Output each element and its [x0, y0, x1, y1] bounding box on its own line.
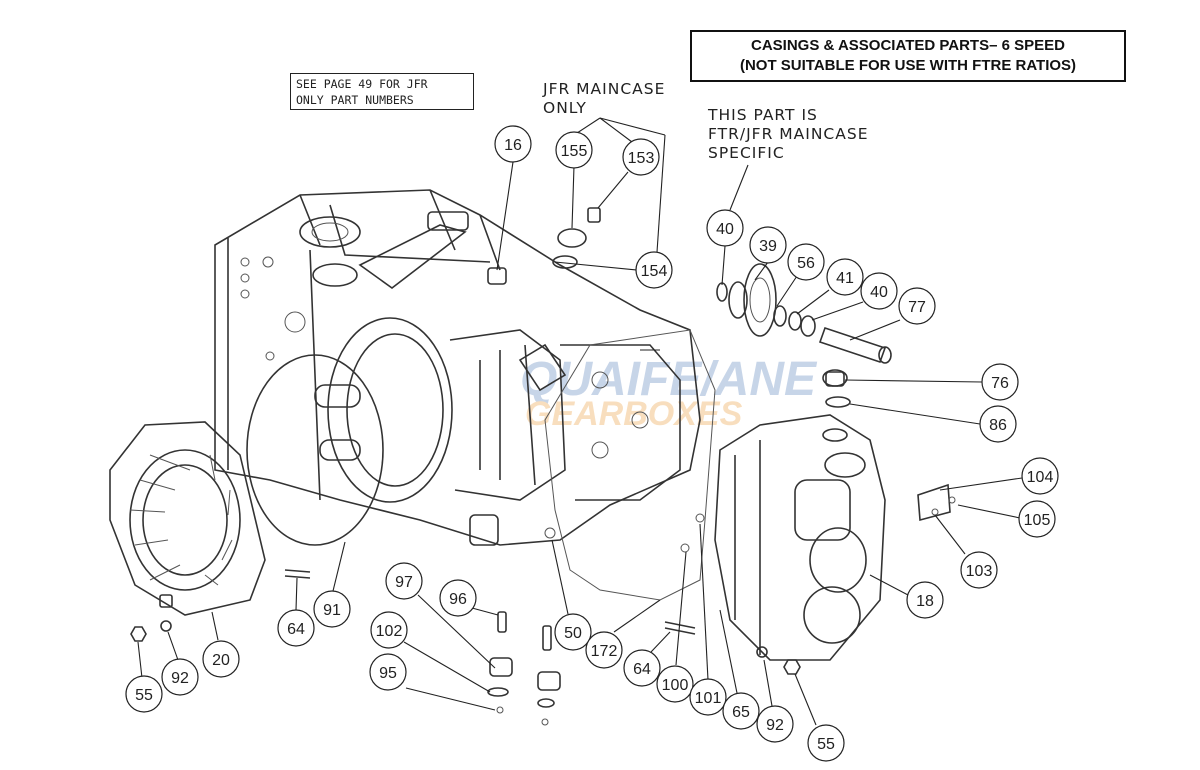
jfr-page-note-line-1: SEE PAGE 49 FOR JFR [296, 77, 428, 91]
callout-label: 95 [379, 665, 397, 682]
callout-label: 97 [395, 574, 413, 591]
callout-label: 100 [662, 677, 689, 694]
callout-label: 39 [759, 238, 777, 255]
callout-label: 56 [797, 255, 815, 272]
callout: 39 [749, 226, 787, 264]
callout: 153 [622, 138, 660, 176]
callout: 50 [554, 613, 592, 651]
callout-label: 18 [916, 593, 934, 610]
callout-label: 102 [376, 623, 403, 640]
callout: 56 [787, 243, 825, 281]
callout: 100 [656, 665, 694, 703]
part-specific-note-line-1: THIS PART IS [708, 106, 818, 124]
callout-label: 101 [695, 690, 722, 707]
callout-label: 172 [591, 643, 618, 660]
callout: 76 [981, 363, 1019, 401]
callout: 16 [494, 125, 532, 163]
callout: 86 [979, 405, 1017, 443]
callout: 64 [277, 609, 315, 647]
callout: 18 [906, 581, 944, 619]
leader-lines [137, 117, 1023, 726]
jfr-maincase-note-line-1: JFR MAINCASE [543, 80, 666, 98]
callout-label: 155 [561, 143, 588, 160]
callout-label: 76 [991, 375, 1009, 392]
callout: 92 [161, 658, 199, 696]
callout-label: 154 [641, 263, 668, 280]
callout: 77 [898, 287, 936, 325]
callout: 65 [722, 692, 760, 730]
callout-label: 16 [504, 137, 522, 154]
callout: 172 [585, 631, 623, 669]
part-specific-note-line-2: FTR/JFR MAINCASE [708, 125, 869, 143]
callout-label: 50 [564, 625, 582, 642]
title-line-2: (NOT SUITABLE FOR USE WITH FTRE RATIOS) [739, 57, 1077, 74]
rear-cover [714, 414, 886, 661]
callout: 96 [439, 579, 477, 617]
gasket [544, 329, 716, 601]
jfr-page-note: SEE PAGE 49 FOR JFR ONLY PART NUMBERS [290, 73, 474, 110]
callout-label: 104 [1027, 469, 1054, 486]
title-line-1: CASINGS & ASSOCIATED PARTS– 6 SPEED [751, 37, 1065, 54]
callout-label: 55 [135, 687, 153, 704]
callout-label: 92 [766, 717, 784, 734]
callout: 102 [370, 611, 408, 649]
watermark-logo: QUAIFE/ANE GEARBOXES [520, 353, 818, 433]
callout-label: 105 [1024, 512, 1051, 529]
callout: 64 [623, 649, 661, 687]
watermark-line2: GEARBOXES [525, 395, 743, 433]
callout: 20 [202, 640, 240, 678]
callout: 105 [1018, 500, 1056, 538]
o-ring [246, 354, 384, 546]
callout: 55 [125, 675, 163, 713]
jfr-maincase-note-line-2: ONLY [543, 99, 587, 117]
jfr-maincase-note: JFR MAINCASE ONLY [543, 80, 665, 118]
small-parts [130, 207, 956, 726]
callout-label: 91 [323, 602, 341, 619]
callout: 103 [960, 551, 998, 589]
callout-label: 96 [449, 591, 467, 608]
callout-label: 64 [287, 621, 305, 638]
callout: 92 [756, 705, 794, 743]
callout: 41 [826, 258, 864, 296]
callout-label: 86 [989, 417, 1007, 434]
callout: 104 [1021, 457, 1059, 495]
callout-label: 41 [836, 270, 854, 287]
callout-label: 40 [870, 284, 888, 301]
callout-label: 20 [212, 652, 230, 669]
callout: 40 [706, 209, 744, 247]
callout: 154 [635, 251, 673, 289]
main-casing [214, 189, 701, 546]
callout-bubbles: 16 155 153 154 40 39 56 41 40 77 76 86 1… [125, 125, 1059, 762]
callout-label: 65 [732, 704, 750, 721]
callout: 40 [860, 272, 898, 310]
callout: 97 [385, 562, 423, 600]
diagram-title: CASINGS & ASSOCIATED PARTS– 6 SPEED (NOT… [690, 30, 1126, 82]
callout-label: 103 [966, 563, 993, 580]
callout: 95 [369, 653, 407, 691]
idler-gear-assembly [716, 263, 892, 364]
callout-label: 92 [171, 670, 189, 687]
part-specific-note: THIS PART IS FTR/JFR MAINCASE SPECIFIC [708, 106, 869, 163]
part-specific-note-line-3: SPECIFIC [708, 144, 785, 162]
callout-label: 55 [817, 736, 835, 753]
callout: 155 [555, 131, 593, 169]
bellhousing-flange [109, 421, 266, 616]
callout: 101 [689, 678, 727, 716]
callout-label: 77 [908, 299, 926, 316]
callout-label: 40 [716, 221, 734, 238]
jfr-page-note-line-2: ONLY PART NUMBERS [296, 93, 414, 107]
callout-label: 64 [633, 661, 651, 678]
callout-label: 153 [628, 150, 655, 167]
callout: 55 [807, 724, 845, 762]
callout: 91 [313, 590, 351, 628]
